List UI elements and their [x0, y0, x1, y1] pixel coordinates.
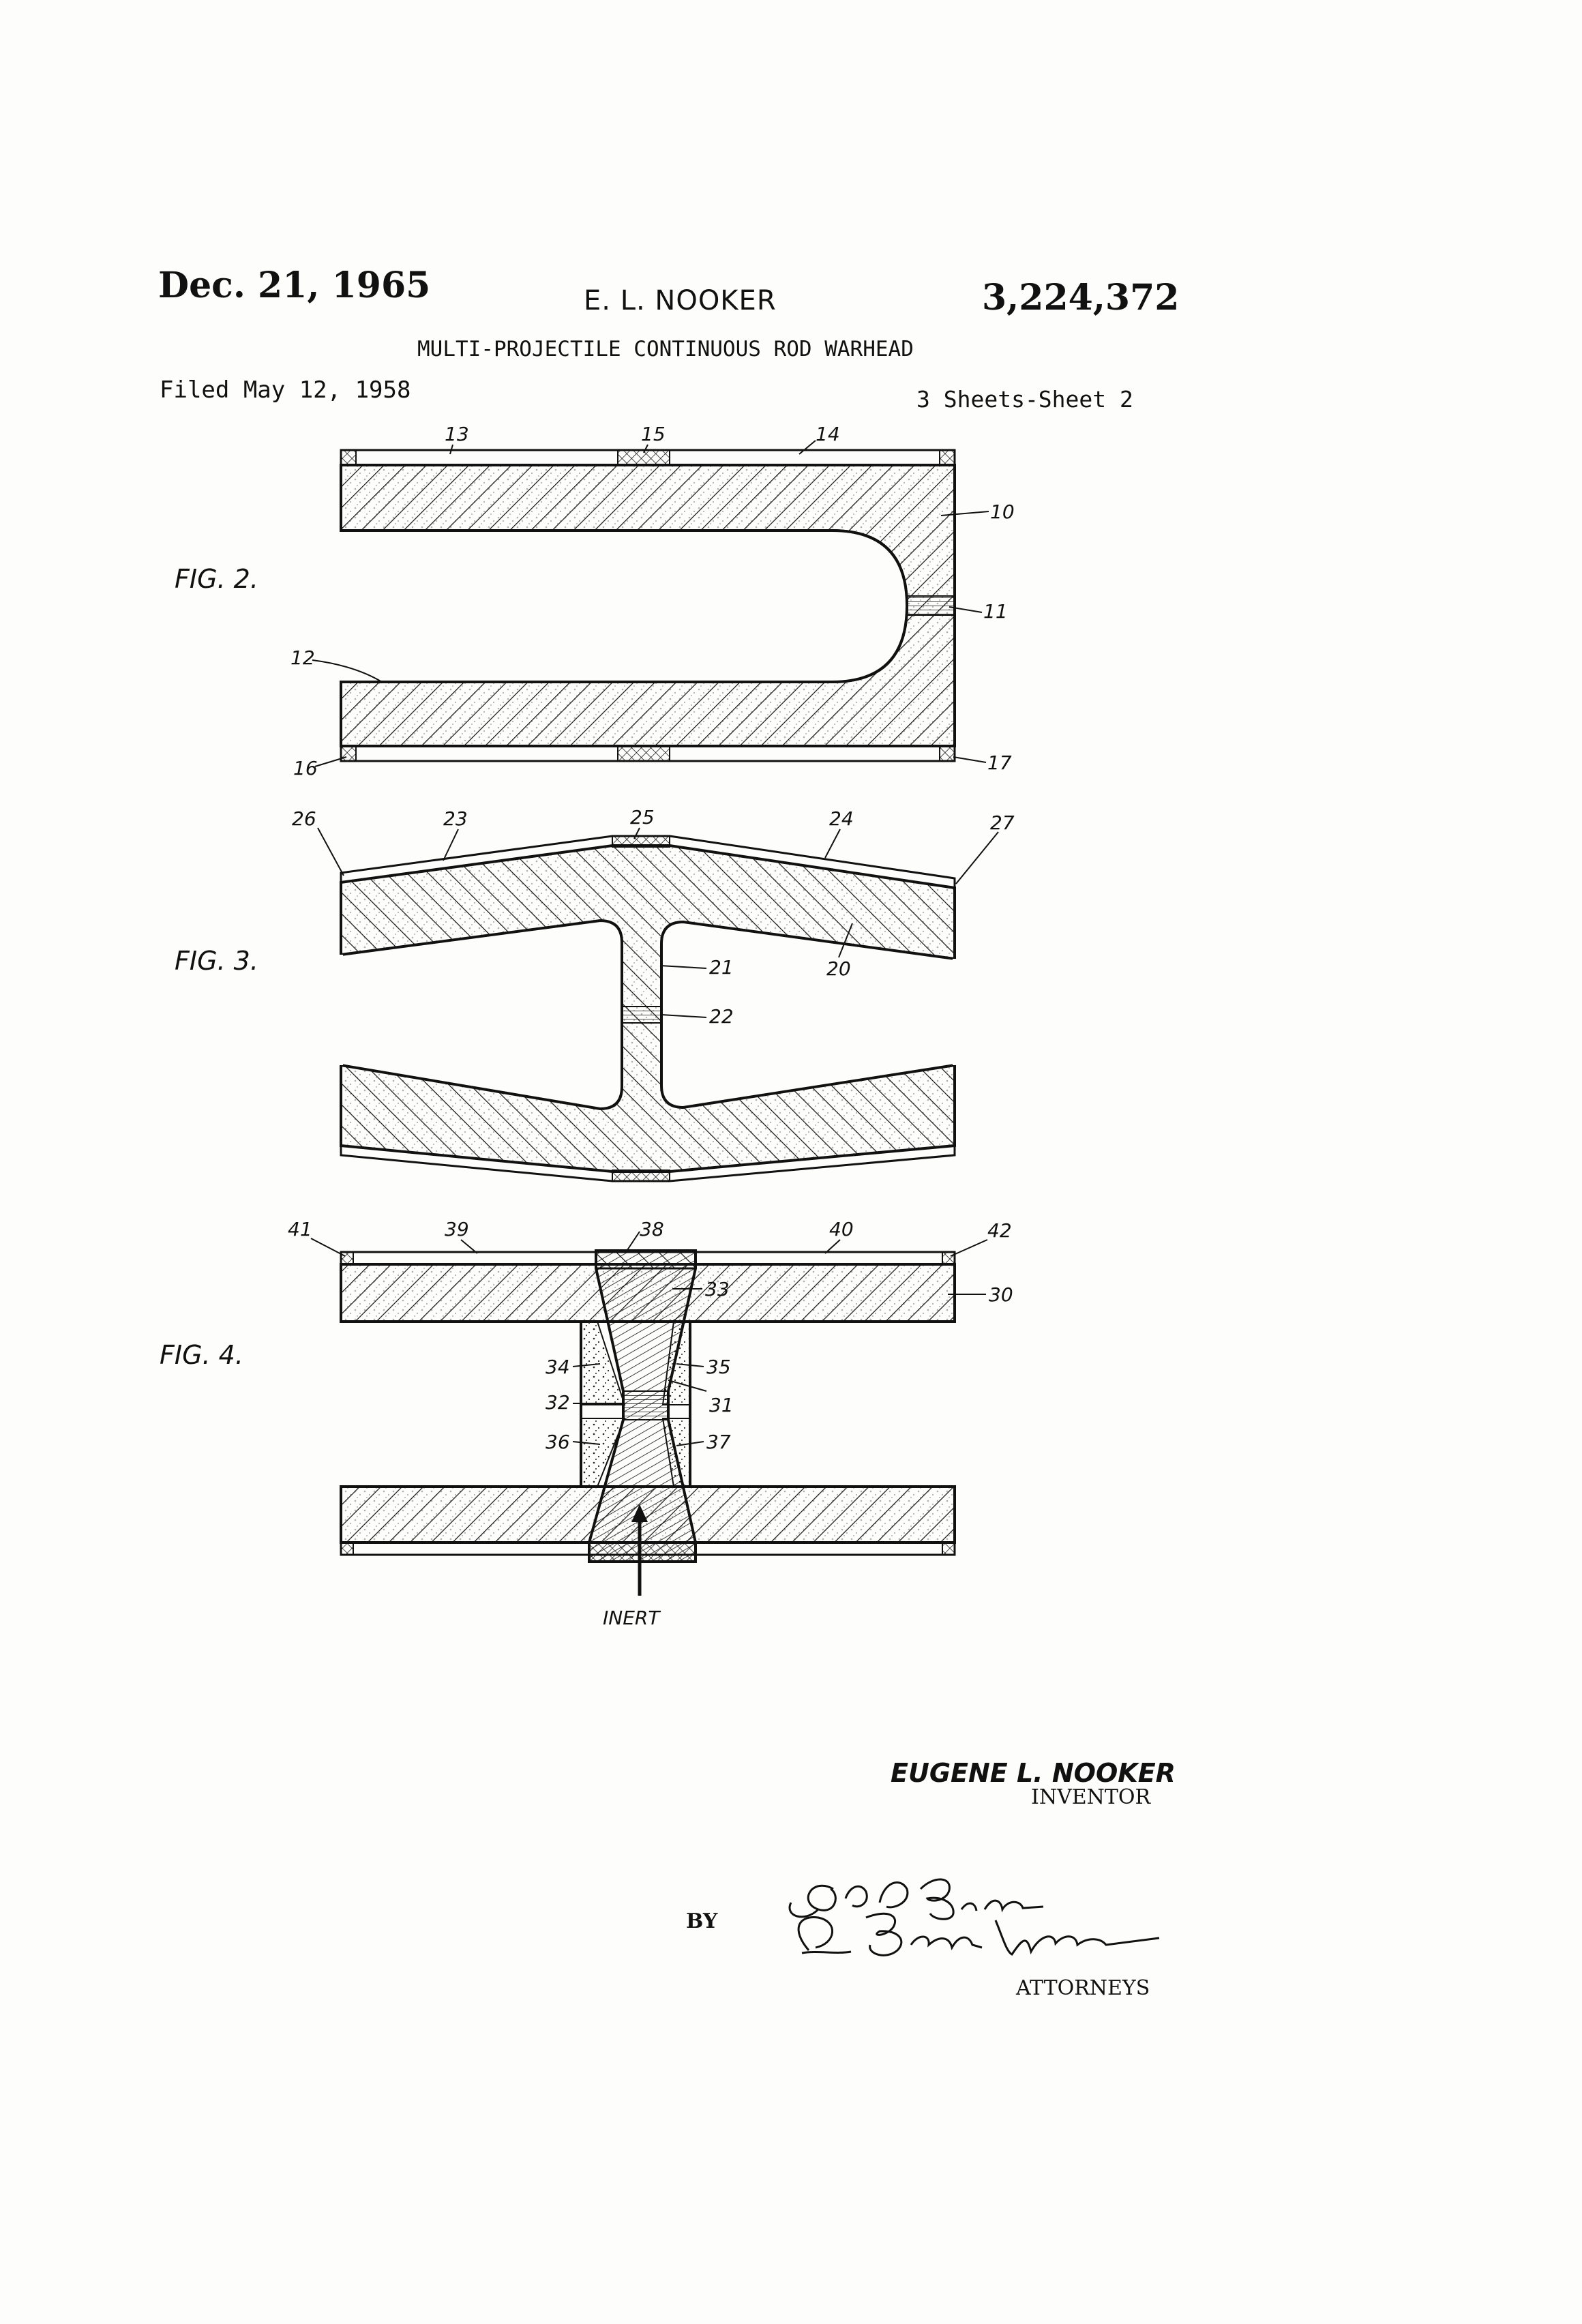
ref-35: 35: [706, 1356, 731, 1378]
figure-4: FIG. 4. 41 39 38 40 42 33 30 34 35 32 31…: [160, 1218, 1013, 1629]
ref-37: 37: [706, 1431, 731, 1453]
ref-25: 25: [630, 806, 655, 829]
ref-26: 26: [292, 807, 316, 830]
ref-23: 23: [443, 807, 468, 830]
figure-3: FIG. 3. 26 23 25 24 27 21 20 22: [175, 806, 1015, 1181]
fig4-label: FIG. 4.: [160, 1340, 243, 1370]
ref-30: 30: [989, 1283, 1013, 1306]
ref-13: 13: [445, 423, 469, 445]
figure-2: FIG. 2. 13 15 14 10 11 12 16 17: [175, 423, 1015, 779]
ref-21: 21: [709, 956, 734, 979]
ref-36: 36: [546, 1431, 570, 1453]
ref-38: 38: [640, 1218, 664, 1240]
ref-40: 40: [829, 1218, 854, 1240]
fig3-label: FIG. 3.: [175, 946, 258, 976]
ref-20: 20: [826, 957, 851, 980]
ref-17: 17: [987, 751, 1012, 774]
attorneys-label: ATTORNEYS: [1016, 1976, 1150, 2000]
ref-12: 12: [290, 646, 315, 669]
ref-33: 33: [705, 1278, 730, 1300]
by-label: BY: [686, 1909, 717, 1933]
ref-15: 15: [641, 423, 666, 445]
ref-42: 42: [987, 1219, 1012, 1242]
ref-32: 32: [546, 1391, 570, 1414]
ref-41: 41: [288, 1218, 312, 1240]
ref-10: 10: [990, 501, 1015, 523]
ref-34: 34: [546, 1356, 570, 1378]
ref-24: 24: [829, 807, 854, 830]
inert-label: INERT: [603, 1607, 661, 1629]
ref-16: 16: [293, 757, 318, 779]
ref-39: 39: [445, 1218, 469, 1240]
ref-31: 31: [709, 1394, 734, 1416]
fig2-label: FIG. 2.: [175, 564, 258, 594]
ref-27: 27: [990, 811, 1015, 834]
inventor-label: INVENTOR: [1031, 1785, 1150, 1809]
attorney-signatures: [790, 1879, 1159, 1955]
inventor-name: EUGENE L. NOOKER: [891, 1758, 1176, 1788]
ref-14: 14: [816, 423, 840, 445]
ref-22: 22: [709, 1005, 734, 1028]
ref-11: 11: [983, 600, 1008, 623]
